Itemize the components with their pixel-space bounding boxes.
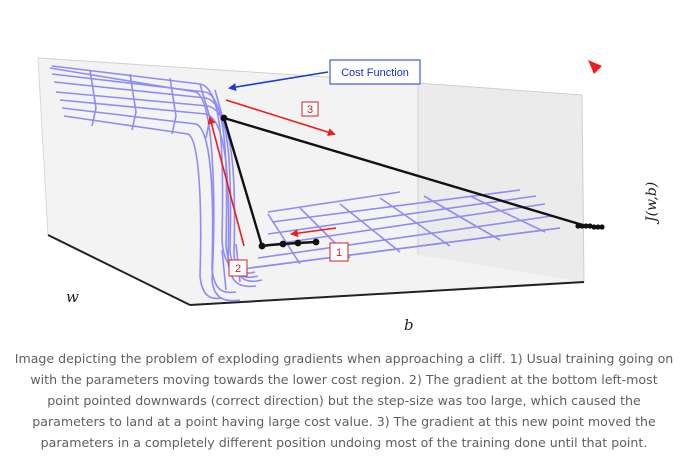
figure-caption: Image depicting the problem of exploding… bbox=[14, 351, 674, 450]
trajectory-point bbox=[294, 239, 302, 247]
axis-b-edge bbox=[189, 281, 585, 306]
trajectory-point bbox=[279, 240, 287, 248]
step-box-3: 3 bbox=[301, 101, 319, 117]
axis-label-j: J(w,b) bbox=[644, 182, 660, 225]
step-box-2: 2 bbox=[228, 259, 248, 277]
step-label-3: 3 bbox=[307, 104, 313, 116]
axis-w-edge bbox=[47, 234, 191, 306]
axis-label-b: b bbox=[404, 316, 414, 334]
trajectory-point bbox=[220, 114, 228, 122]
arrow-step-2 bbox=[207, 116, 245, 247]
trajectory-point bbox=[312, 238, 320, 246]
arrow-step-1 bbox=[290, 227, 337, 238]
axis-label-w: w bbox=[66, 288, 79, 306]
trajectory-point bbox=[258, 242, 266, 250]
cost-function-label: Cost Function bbox=[341, 67, 409, 79]
arrow-step-3 bbox=[225, 99, 336, 137]
step-label-1: 1 bbox=[336, 247, 342, 259]
step-box-1: 1 bbox=[329, 242, 349, 262]
red-triangle-marker bbox=[588, 60, 602, 74]
trajectory bbox=[220, 114, 605, 250]
cliff-figure: Cost Function 3 1 2 w b J(w,b) bbox=[37, 57, 660, 334]
arrow-cost-function bbox=[228, 71, 329, 91]
plot-box bbox=[37, 57, 585, 306]
step-label-2: 2 bbox=[235, 263, 241, 275]
trajectory-end-cluster bbox=[575, 223, 605, 230]
cost-function-box: Cost Function bbox=[329, 59, 421, 85]
